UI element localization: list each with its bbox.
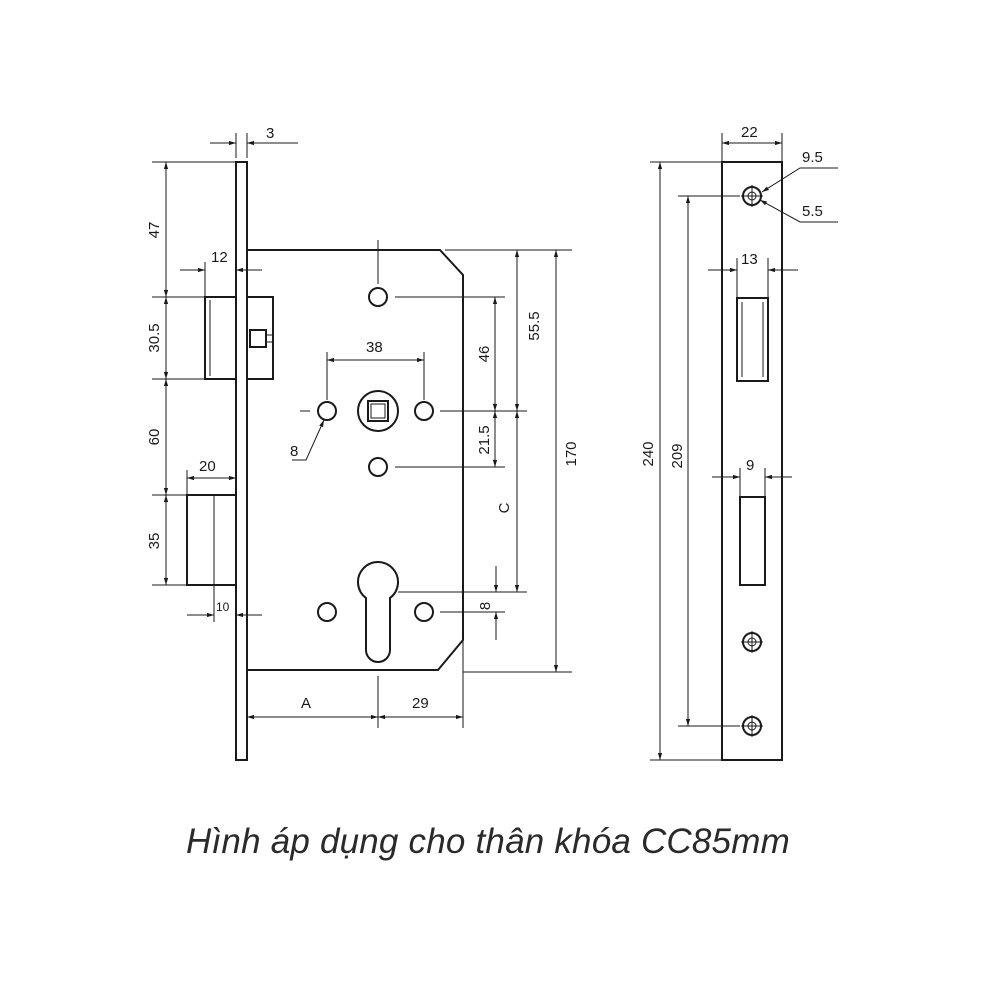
dim-c: C — [496, 502, 513, 513]
dim-47: 47 — [146, 222, 163, 239]
bolt-window — [739, 496, 766, 586]
latch-bolt — [204, 296, 274, 380]
dim-46: 46 — [476, 346, 493, 363]
screw-hole-left — [317, 401, 337, 421]
dim-240: 240 — [640, 441, 657, 466]
latch-window — [736, 297, 769, 382]
dim-10: 10 — [216, 600, 230, 614]
dim-29: 29 — [412, 695, 429, 712]
dim-a: A — [301, 695, 311, 712]
dim-209: 209 — [669, 443, 686, 468]
spindle-hub — [357, 390, 399, 432]
dim-9: 9 — [746, 457, 754, 474]
screw-hole-right — [414, 401, 434, 421]
screw-hole-lower — [368, 457, 388, 477]
dim-5-5: 5.5 — [802, 203, 823, 220]
dim-170: 170 — [563, 441, 580, 466]
dim-22: 22 — [741, 124, 758, 141]
cylinder-cutout — [357, 561, 399, 663]
dim-35: 35 — [146, 533, 163, 550]
dim-12: 12 — [211, 249, 228, 266]
dim-30-5: 30.5 — [146, 323, 163, 352]
dead-bolt — [186, 494, 237, 586]
faceplate-side — [235, 161, 248, 761]
screw-bottom — [741, 715, 763, 737]
dim-3: 3 — [266, 125, 274, 142]
screw-hole-bottom-right — [414, 602, 434, 622]
dim-8-hole: 8 — [290, 443, 298, 460]
dim-13: 13 — [741, 251, 758, 268]
dim-21-5: 21.5 — [476, 425, 493, 454]
side-view: 3 47 30.5 60 35 12 20 10 38 — [146, 125, 580, 761]
screw-middle — [741, 631, 763, 653]
dim-8-cylinder: 8 — [477, 602, 494, 610]
drawing-caption: Hình áp dụng cho thân khóa CC85mm — [186, 822, 790, 861]
dim-60: 60 — [146, 429, 163, 446]
front-view: 22 9.5 5.5 13 9 240 209 — [640, 124, 838, 761]
faceplate-front — [721, 161, 783, 761]
screw-top — [741, 185, 763, 207]
dim-9-5: 9.5 — [802, 149, 823, 166]
dim-38: 38 — [366, 339, 383, 356]
lock-case-outline — [247, 249, 464, 671]
screw-hole-bottom-left — [317, 602, 337, 622]
dim-55-5: 55.5 — [526, 311, 543, 340]
screw-hole-top — [368, 287, 388, 307]
dim-20: 20 — [199, 458, 216, 475]
